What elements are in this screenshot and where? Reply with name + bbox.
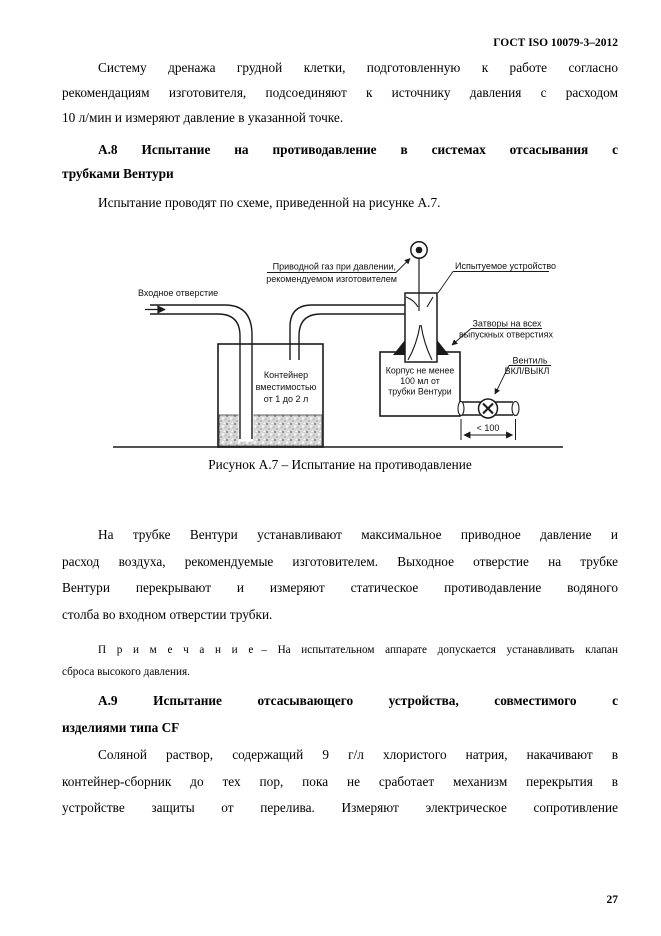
inlet-pipe — [145, 304, 253, 439]
outlet-pipe-valve — [457, 398, 520, 419]
device-label: Испытуемое устройство — [455, 261, 556, 271]
body-label-line1: Корпус не менее — [386, 366, 455, 376]
note-text: – На испытательном аппарате допускается … — [261, 644, 618, 656]
liquid — [218, 414, 323, 447]
drive-gas-label-line2: рекомендуемом изготовителем — [266, 274, 397, 284]
venturi-tube — [393, 258, 449, 363]
paragraph-line: Систему дренажа грудной клетки, подготов… — [98, 60, 618, 75]
leader-lines — [267, 258, 551, 395]
paragraph-line: расход воздуха, рекомендуемые изготовите… — [62, 553, 618, 569]
container-label-line1: Контейнер — [264, 370, 308, 380]
paragraph-line: устройстве защиты от перелива. Измеряют … — [62, 800, 618, 815]
drive-gas-label-line1: Приводной газ при давлении, — [273, 262, 396, 272]
heading-a9: А.9 Испытание отсасывающего устройства, … — [62, 687, 618, 741]
body-label-line2: 100 мл от — [400, 376, 439, 386]
paragraph-line: На трубке Вентури устанавливают максимал… — [98, 527, 618, 542]
note: П р и м е ч а н и е – На испытательном ап… — [62, 639, 618, 684]
shutter-seal-left — [393, 340, 405, 355]
suction-pipe — [289, 304, 405, 360]
running-head: ГОСТ ISO 10079-3–2012 — [493, 37, 618, 49]
page-number: 27 — [606, 894, 619, 906]
heading-line: А.8 Испытание на противодавление в систе… — [98, 142, 618, 157]
note-label: П р и м е ч а н и е — [98, 644, 254, 656]
paragraph-line: контейнер-сборник до тех пор, пока не ср… — [62, 773, 618, 789]
figure-a7: < 100 Входное отверстие Приводной газ пр… — [105, 238, 565, 458]
figure-a7-diagram: < 100 Входное отверстие Приводной газ пр… — [113, 241, 563, 448]
paragraph-line: рекомендациям изготовителя, подсоединяют… — [62, 85, 618, 100]
heading-line: изделиями типа CF — [62, 720, 180, 735]
paragraph-line: столба во входном отверстии трубки. — [62, 606, 273, 622]
paragraph-line: Соляной раствор, содержащий 9 г/л хлорис… — [98, 747, 618, 762]
dimension-label: < 100 — [477, 423, 500, 433]
note-line: сброса высокого давления. — [62, 666, 190, 679]
paragraph-venturi-test: На трубке Вентури устанавливают максимал… — [62, 522, 618, 628]
shutters-label-line1: Затворы на всех — [473, 319, 542, 329]
paragraph-intro: Систему дренажа грудной клетки, подготов… — [62, 55, 618, 130]
valve-label-line1: Вентиль — [512, 356, 547, 366]
valve-icon — [477, 398, 499, 419]
paragraph-line: Вентури перекрывают и измеряют статическ… — [62, 580, 618, 595]
figure-caption: Рисунок А.7 – Испытание на противодавлен… — [208, 457, 472, 472]
heading-line: трубками Вентури — [62, 166, 174, 181]
inlet-label: Входное отверстие — [138, 288, 218, 298]
paragraph-test-scheme: Испытание проводят по схеме, приведенной… — [62, 190, 618, 215]
paragraph-line: 10 л/мин и измеряют давление в указанной… — [62, 110, 344, 125]
heading-line: А.9 Испытание отсасывающего устройства, … — [98, 693, 618, 708]
shutter-seal-right — [437, 340, 449, 355]
valve-label-line2: ВКЛ/ВЫКЛ — [505, 366, 550, 376]
paragraph-saline-test: Соляной раствор, содержащий 9 г/л хлорис… — [62, 742, 618, 822]
paragraph-line: Испытание проводят по схеме, приведенной… — [98, 195, 441, 210]
dimension-100: < 100 — [460, 419, 516, 440]
container-label-line2: вместимостью — [256, 382, 317, 392]
body-label-line3: трубки Вентури — [388, 387, 452, 397]
drive-gas-source-icon — [410, 241, 428, 259]
note-line: П р и м е ч а н и е – На испытательном ап… — [62, 639, 618, 661]
shutters-label-line2: выпускных отверстиях — [459, 330, 554, 340]
container — [217, 343, 324, 448]
container-label-line3: от 1 до 2 л — [264, 394, 308, 404]
heading-a8: А.8 Испытание на противодавление в систе… — [62, 138, 618, 186]
